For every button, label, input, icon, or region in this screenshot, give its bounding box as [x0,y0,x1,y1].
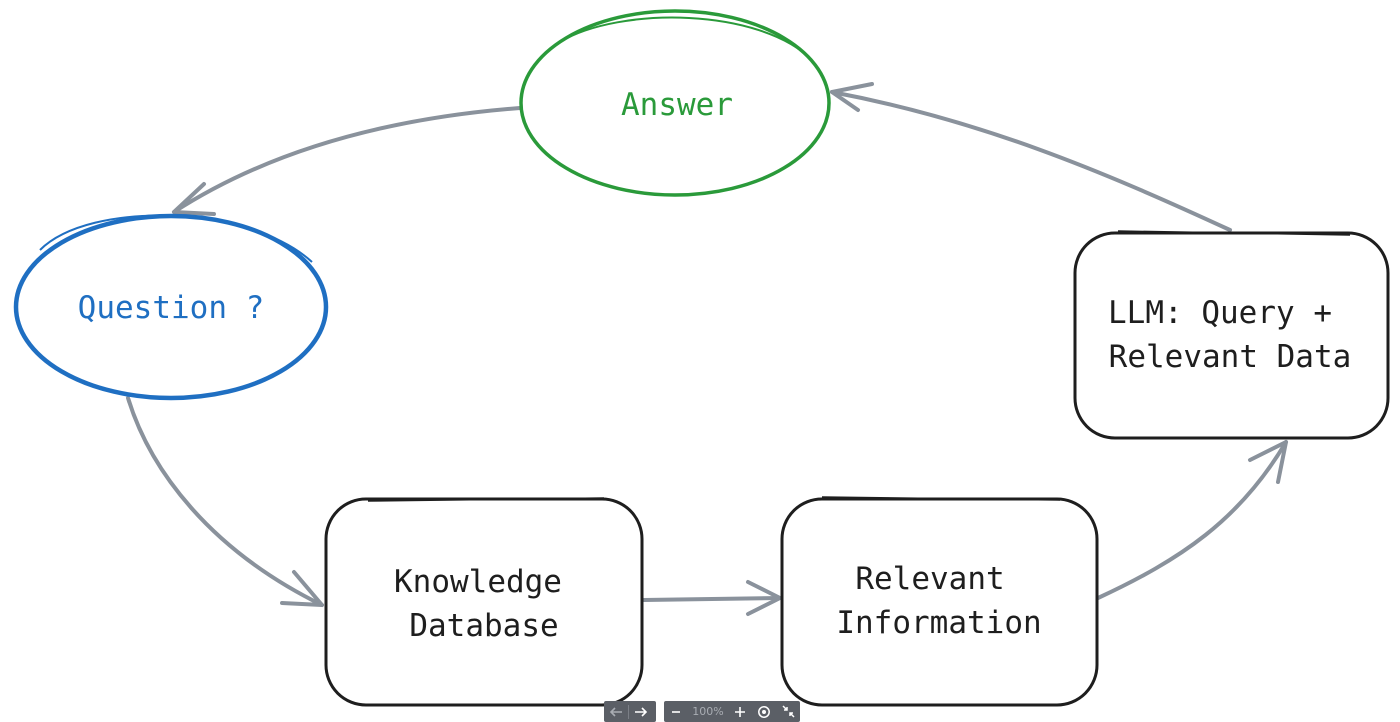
edge-relevant-information-to-llm-arrowhead [1248,440,1288,484]
node-answer-outline-sketch [559,16,813,61]
plus-icon[interactable] [728,701,752,722]
edge-question-to-knowledge-arrowhead [280,570,324,607]
edge-answer-to-question [172,106,522,214]
node-answer-label: Answer [621,87,733,123]
arrow-right-icon[interactable] [629,701,653,722]
target-icon[interactable] [752,701,776,722]
node-llm-label-line2: Relevant Data [1109,339,1352,375]
node-question-outline-sketch [39,214,313,263]
zoom-level: 100% [692,705,724,718]
history-navigation-toolbar [604,701,656,722]
node-answer: Answer [519,9,831,197]
edge-question-to-knowledge [126,396,324,607]
node-relevant-information-shape [780,497,1099,707]
node-question-label: Question ? [78,290,265,326]
node-knowledge-database: Knowledge Database [324,497,644,707]
node-llm-outline-sketch [1117,230,1351,236]
node-relevant-information-label-line2: Information [836,605,1041,641]
zoom-toolbar: 100% [664,701,800,722]
node-relevant-information-label-line1: Relevant [855,561,1004,597]
node-knowledge-database-outline-sketch [367,497,605,502]
edge-llm-to-answer [830,90,1232,232]
node-llm-label-line1: LLM: Query + [1108,295,1332,331]
node-knowledge-database-label-line1: Knowledge [394,564,562,600]
minus-icon[interactable] [664,701,688,722]
edge-relevant-information-to-llm [1096,440,1288,600]
node-llm-shape [1073,231,1390,440]
node-answer-shape [519,9,831,197]
edge-answer-to-question-arrowhead [172,182,216,216]
shrink-arrows-icon[interactable] [776,701,800,722]
edge-knowledge-to-relevant-information [642,596,782,602]
arrow-left-icon[interactable] [604,701,628,722]
edge-knowledge-to-relevant-information-arrowhead [746,580,782,616]
node-knowledge-database-shape [324,497,644,707]
toolbar-divider [628,704,629,719]
node-question: Question ? [13,213,329,401]
node-knowledge-database-label-line2: Database [409,608,558,644]
node-relevant-information-outline-sketch [821,496,1061,501]
node-llm: LLM: Query + Relevant Data [1073,230,1390,440]
edge-llm-to-answer-arrowhead [830,82,874,112]
node-relevant-information: Relevant Information [780,496,1099,707]
